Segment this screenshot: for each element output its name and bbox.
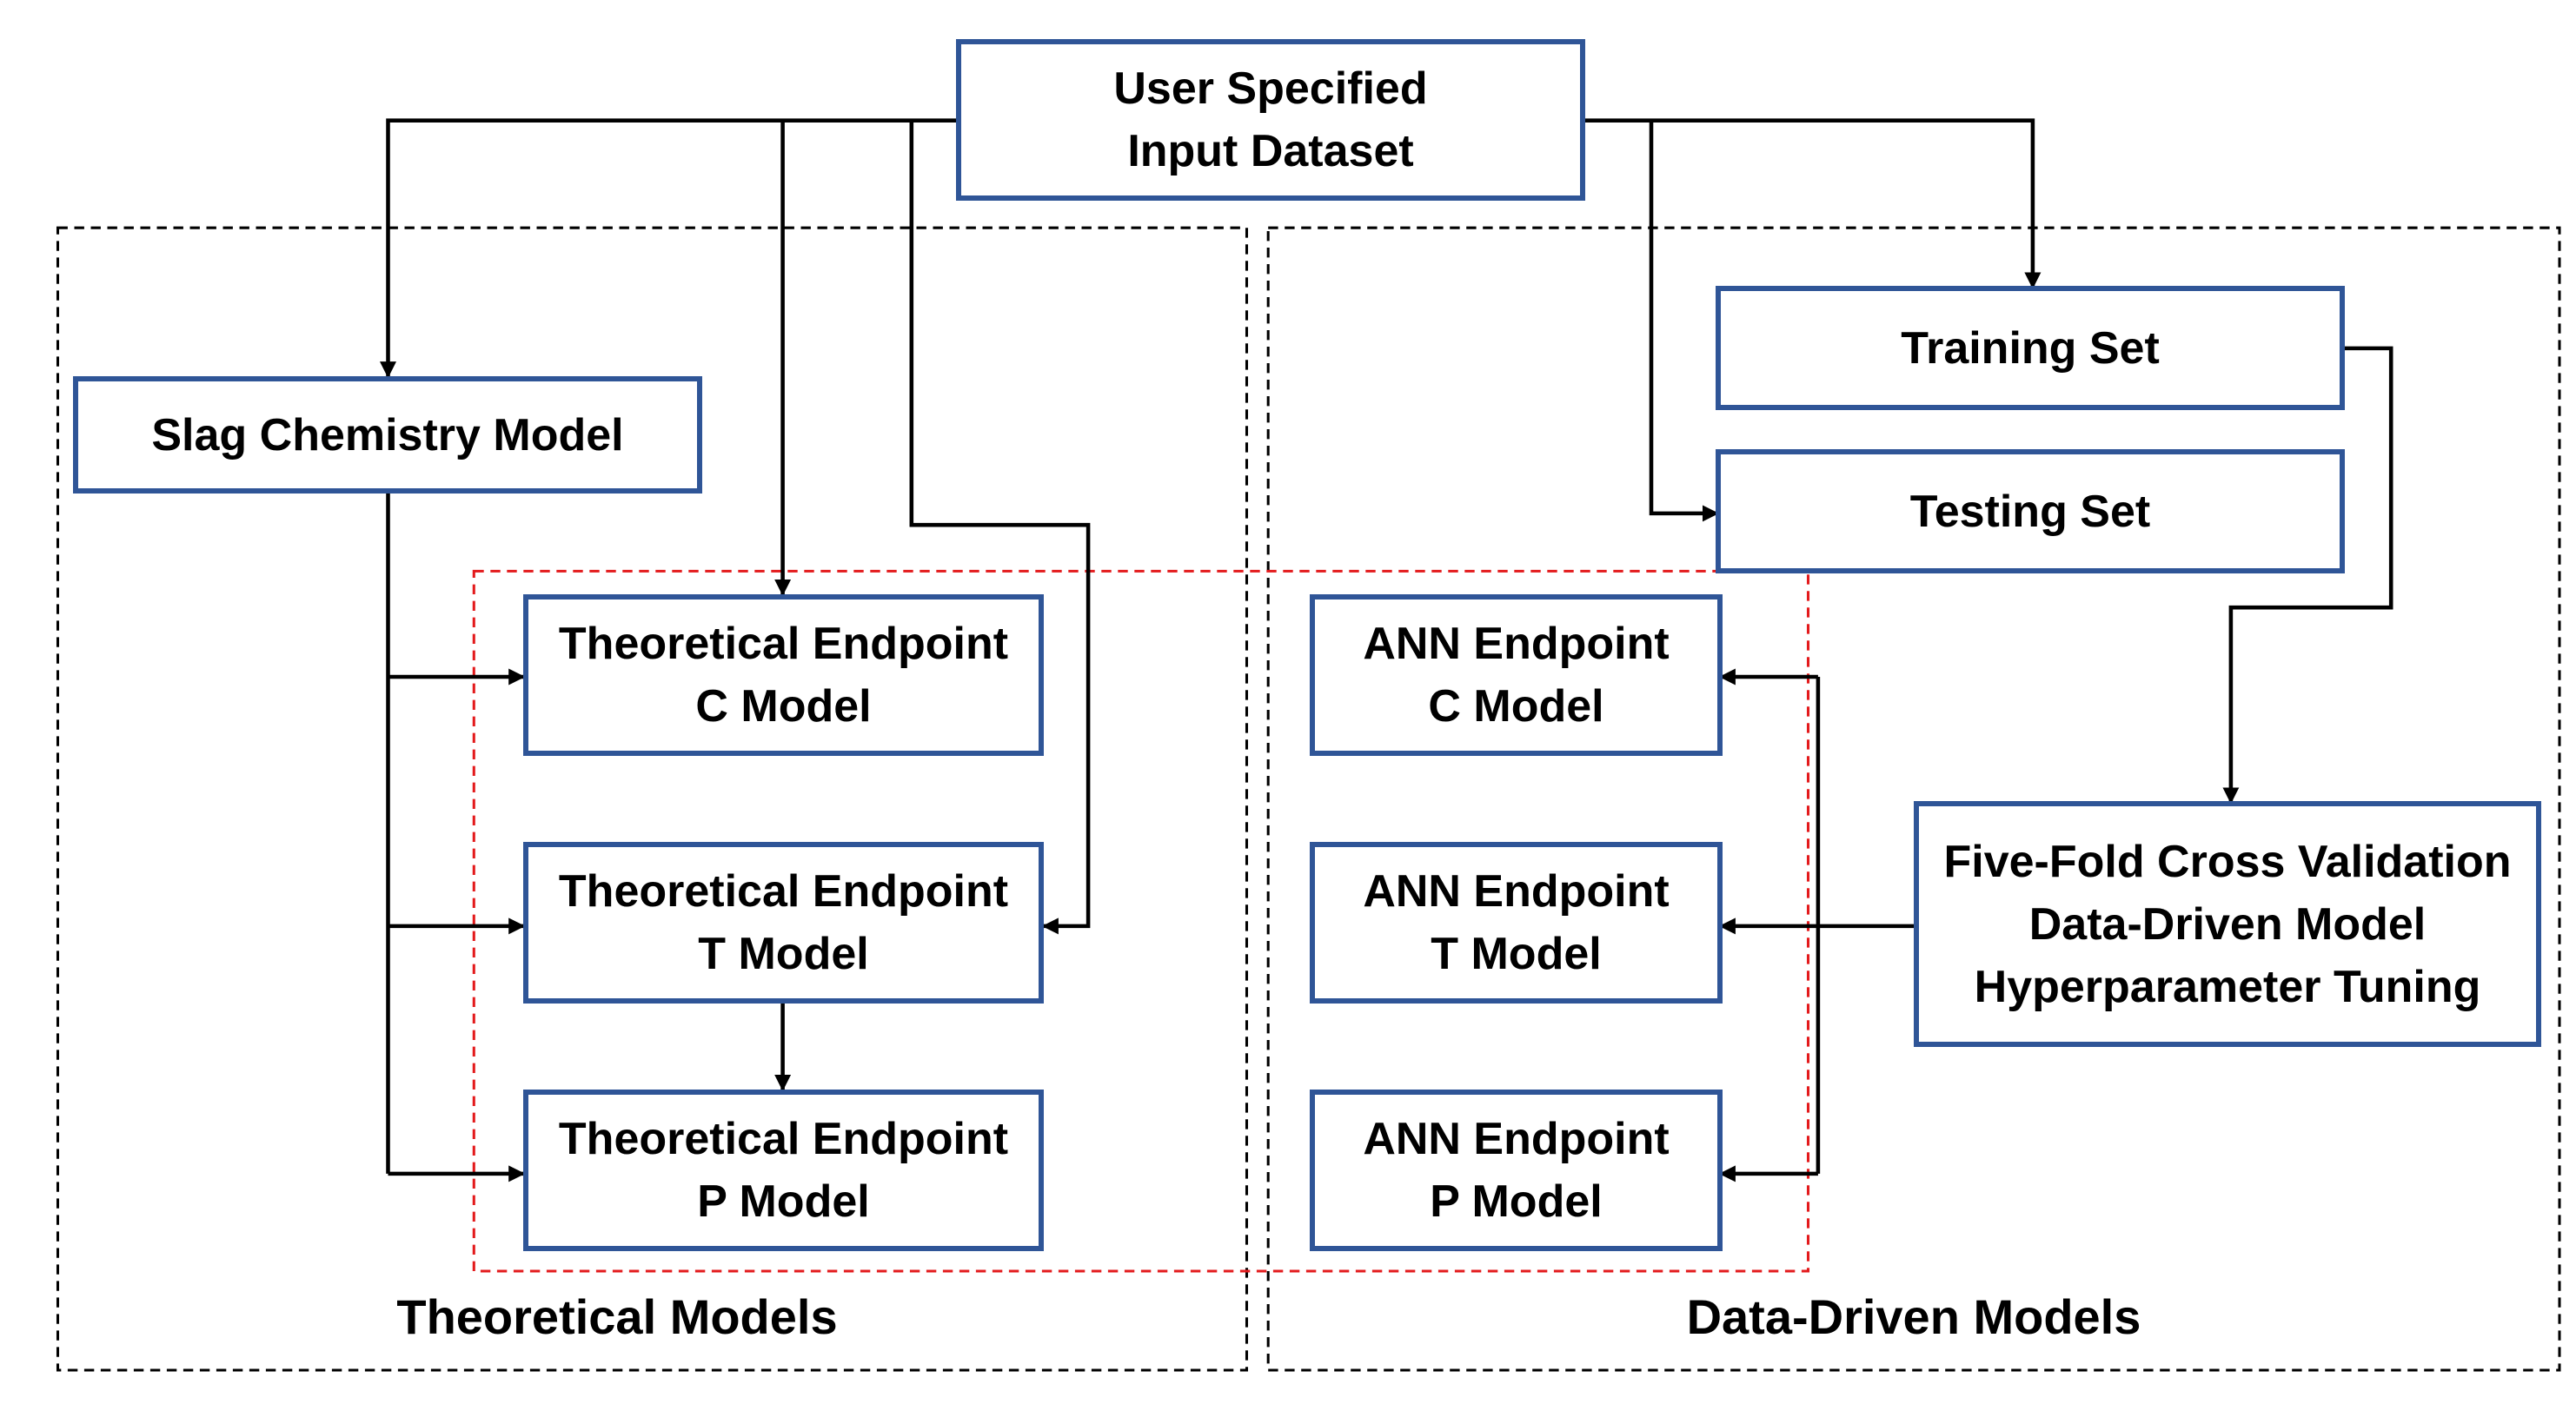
cross-validation-box: Five-Fold Cross Validation Data-Driven M… [1914, 801, 2541, 1047]
testing-set-box: Testing Set [1716, 449, 2345, 573]
theoretical-endpoint-t-model-box: Theoretical Endpoint T Model [523, 842, 1044, 1004]
ann-endpoint-p-model-box: ANN Endpoint P Model [1310, 1090, 1723, 1251]
ann-endpoint-t-model-box: ANN Endpoint T Model [1310, 842, 1723, 1004]
arrow-input-to-slag [380, 118, 959, 379]
theoretical-c-line1: Theoretical Endpoint [558, 619, 1009, 669]
ann-t-line1: ANN Endpoint [1363, 866, 1670, 917]
arrow-input-to-testing [1649, 120, 1719, 522]
endpoint-models-highlight [472, 569, 1810, 1273]
theoretical-p-line1: Theoretical Endpoint [558, 1114, 1009, 1164]
input-dataset-line1: User Specified [1113, 63, 1428, 114]
ann-c-line2: C Model [1428, 681, 1604, 732]
cross-validation-line2: Data-Driven Model [2028, 898, 2427, 950]
ann-c-line1: ANN Endpoint [1363, 619, 1670, 669]
ann-endpoint-c-model-box: ANN Endpoint C Model [1310, 594, 1723, 756]
cross-validation-line3: Hyperparameter Tuning [1974, 961, 2481, 1012]
data-driven-models-region [1266, 226, 2561, 1372]
data-driven-models-label: Data-Driven Models [1686, 1289, 2141, 1344]
slag-chemistry-model-label: Slag Chemistry Model [151, 409, 624, 460]
cross-validation-line1: Five-Fold Cross Validation [1943, 836, 2512, 887]
slag-chemistry-model-box: Slag Chemistry Model [73, 376, 702, 494]
theoretical-t-line2: T Model [698, 929, 869, 979]
arrow-input-to-training [1583, 118, 2042, 289]
training-set-box: Training Set [1716, 286, 2345, 410]
theoretical-p-line2: P Model [697, 1176, 870, 1227]
input-dataset-line2: Input Dataset [1127, 126, 1414, 176]
ann-p-line1: ANN Endpoint [1363, 1114, 1670, 1164]
ann-t-line2: T Model [1431, 929, 1602, 979]
training-set-label: Training Set [1901, 322, 2160, 374]
arrow-input-to-theo-t [909, 120, 1091, 935]
theoretical-endpoint-c-model-box: Theoretical Endpoint C Model [523, 594, 1044, 756]
theoretical-models-region [56, 226, 1249, 1372]
theoretical-c-line2: C Model [695, 681, 872, 732]
theoretical-endpoint-p-model-box: Theoretical Endpoint P Model [523, 1090, 1044, 1251]
arrow-training-to-cv [2222, 346, 2393, 805]
theoretical-t-line1: Theoretical Endpoint [558, 866, 1009, 917]
ann-p-line2: P Model [1430, 1176, 1603, 1227]
theoretical-models-label: Theoretical Models [396, 1289, 838, 1344]
input-dataset-box: User Specified Input Dataset [956, 39, 1585, 201]
testing-set-label: Testing Set [1909, 486, 2151, 537]
